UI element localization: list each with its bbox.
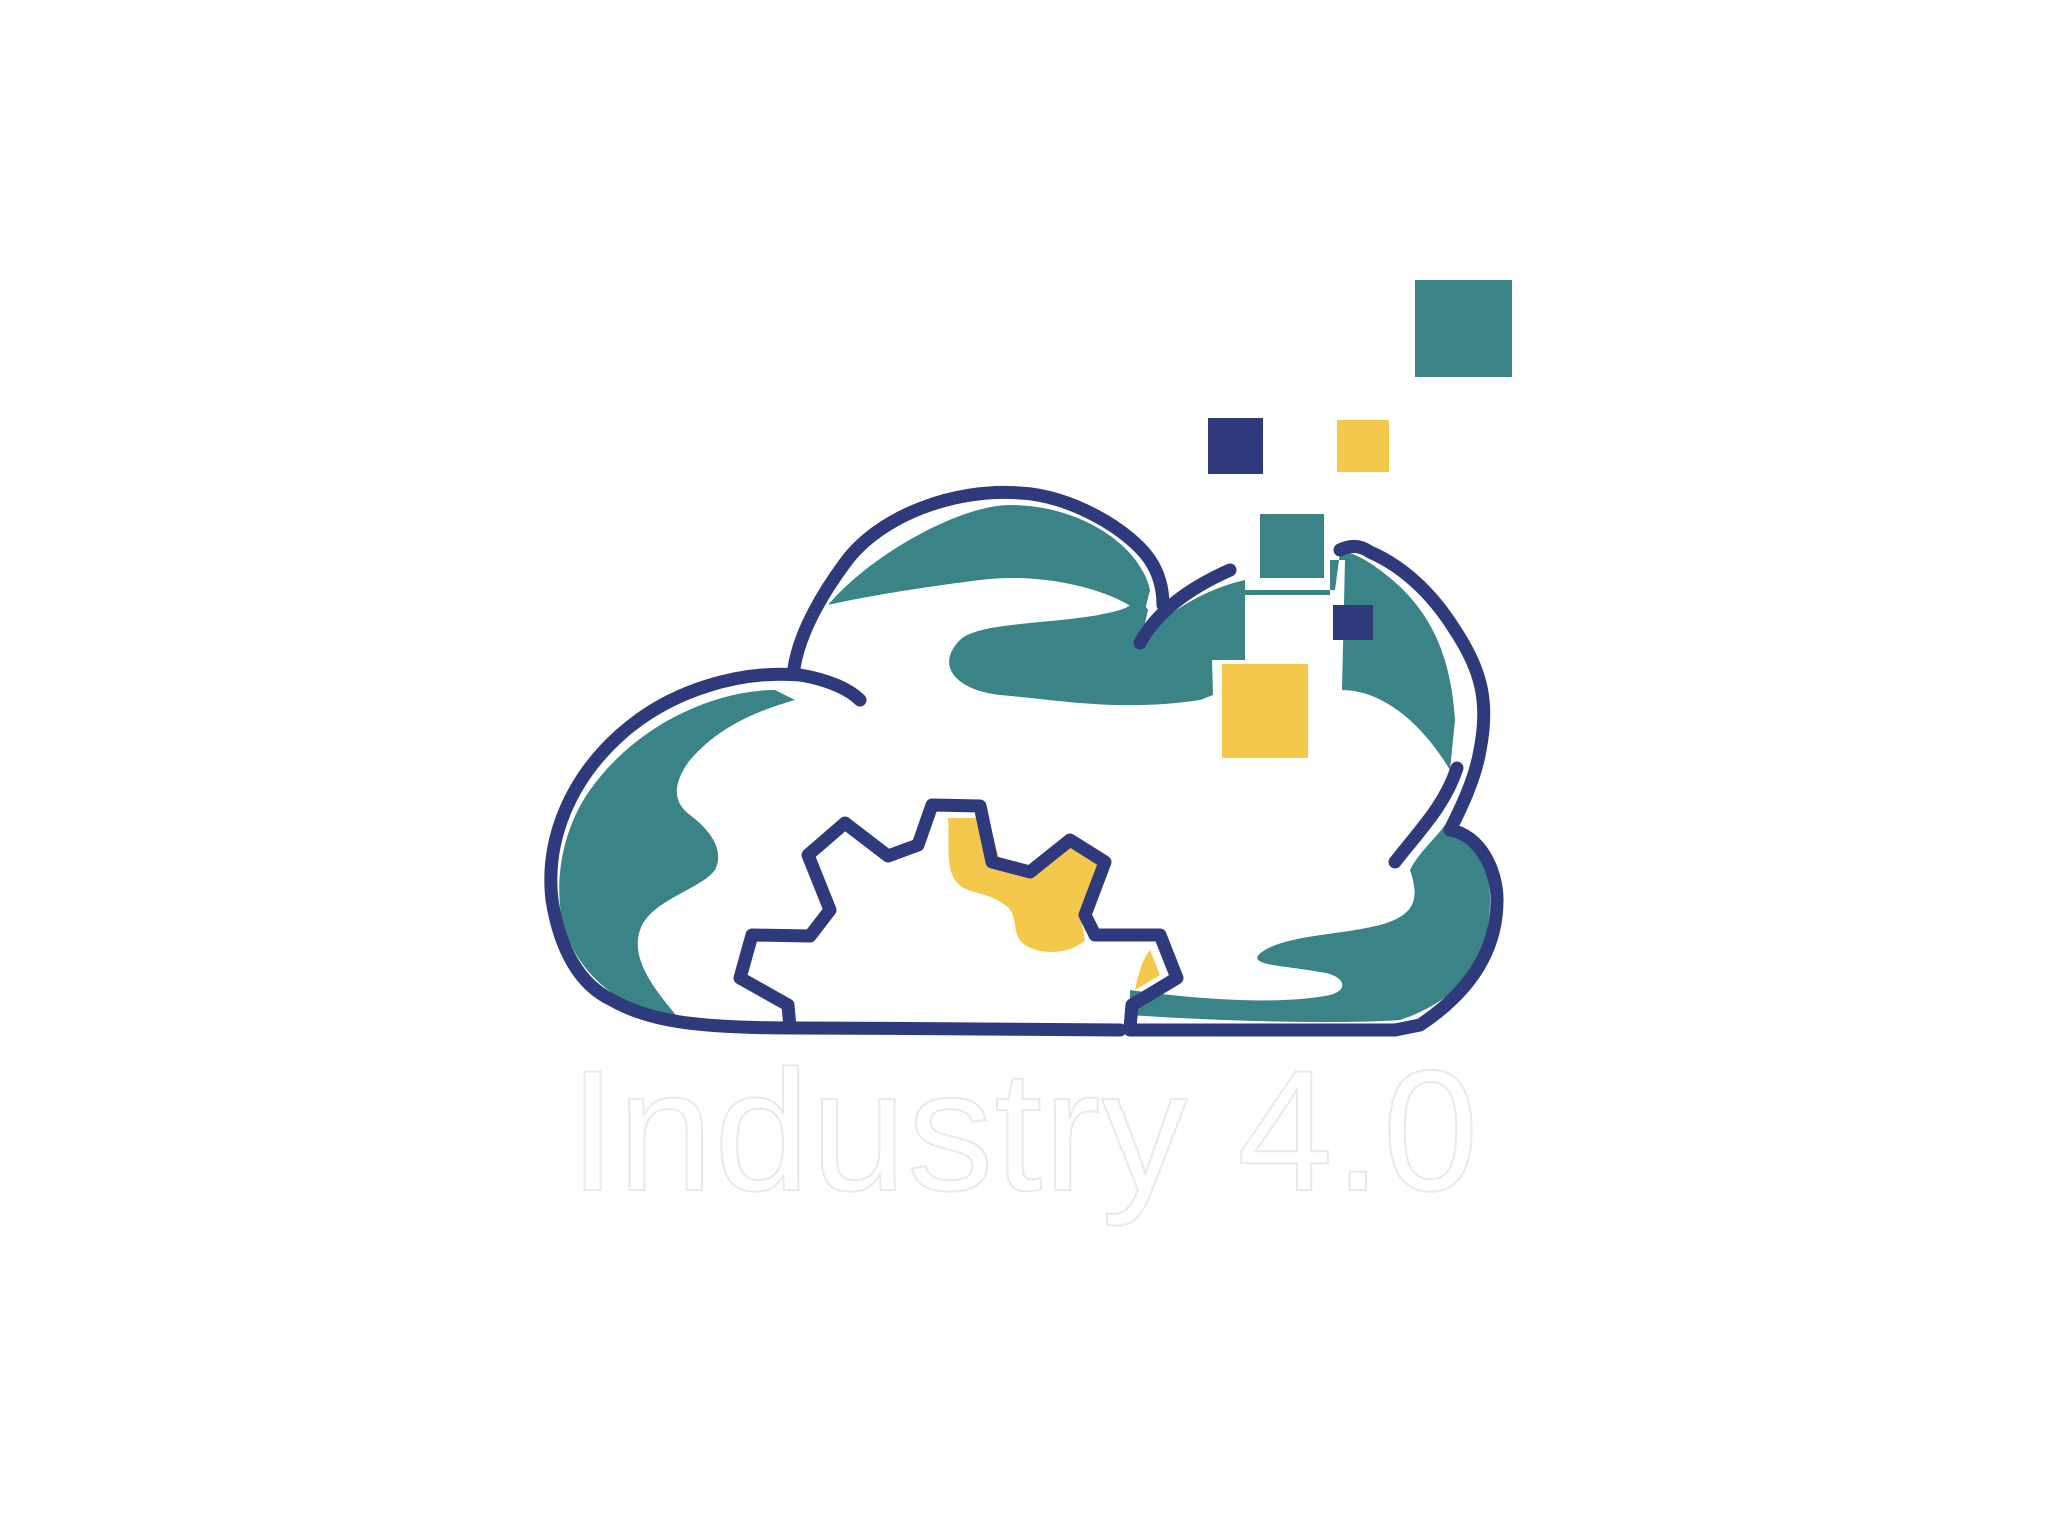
square-navy-1 [1208, 418, 1263, 474]
gear-icon [733, 798, 1184, 1029]
square-teal-large [1415, 280, 1512, 377]
square-navy-2 [1333, 605, 1373, 640]
logo-wordmark: Industry 4.0 [568, 1035, 1480, 1227]
pixel-squares [1208, 280, 1512, 758]
cloud-teal-fill [559, 505, 1490, 1023]
square-yellow-small [1337, 420, 1389, 472]
square-yellow-large [1222, 664, 1308, 758]
cloud-outline [544, 485, 1504, 1037]
square-teal-medium [1260, 514, 1324, 578]
gear-yellow-accent [948, 818, 1160, 990]
